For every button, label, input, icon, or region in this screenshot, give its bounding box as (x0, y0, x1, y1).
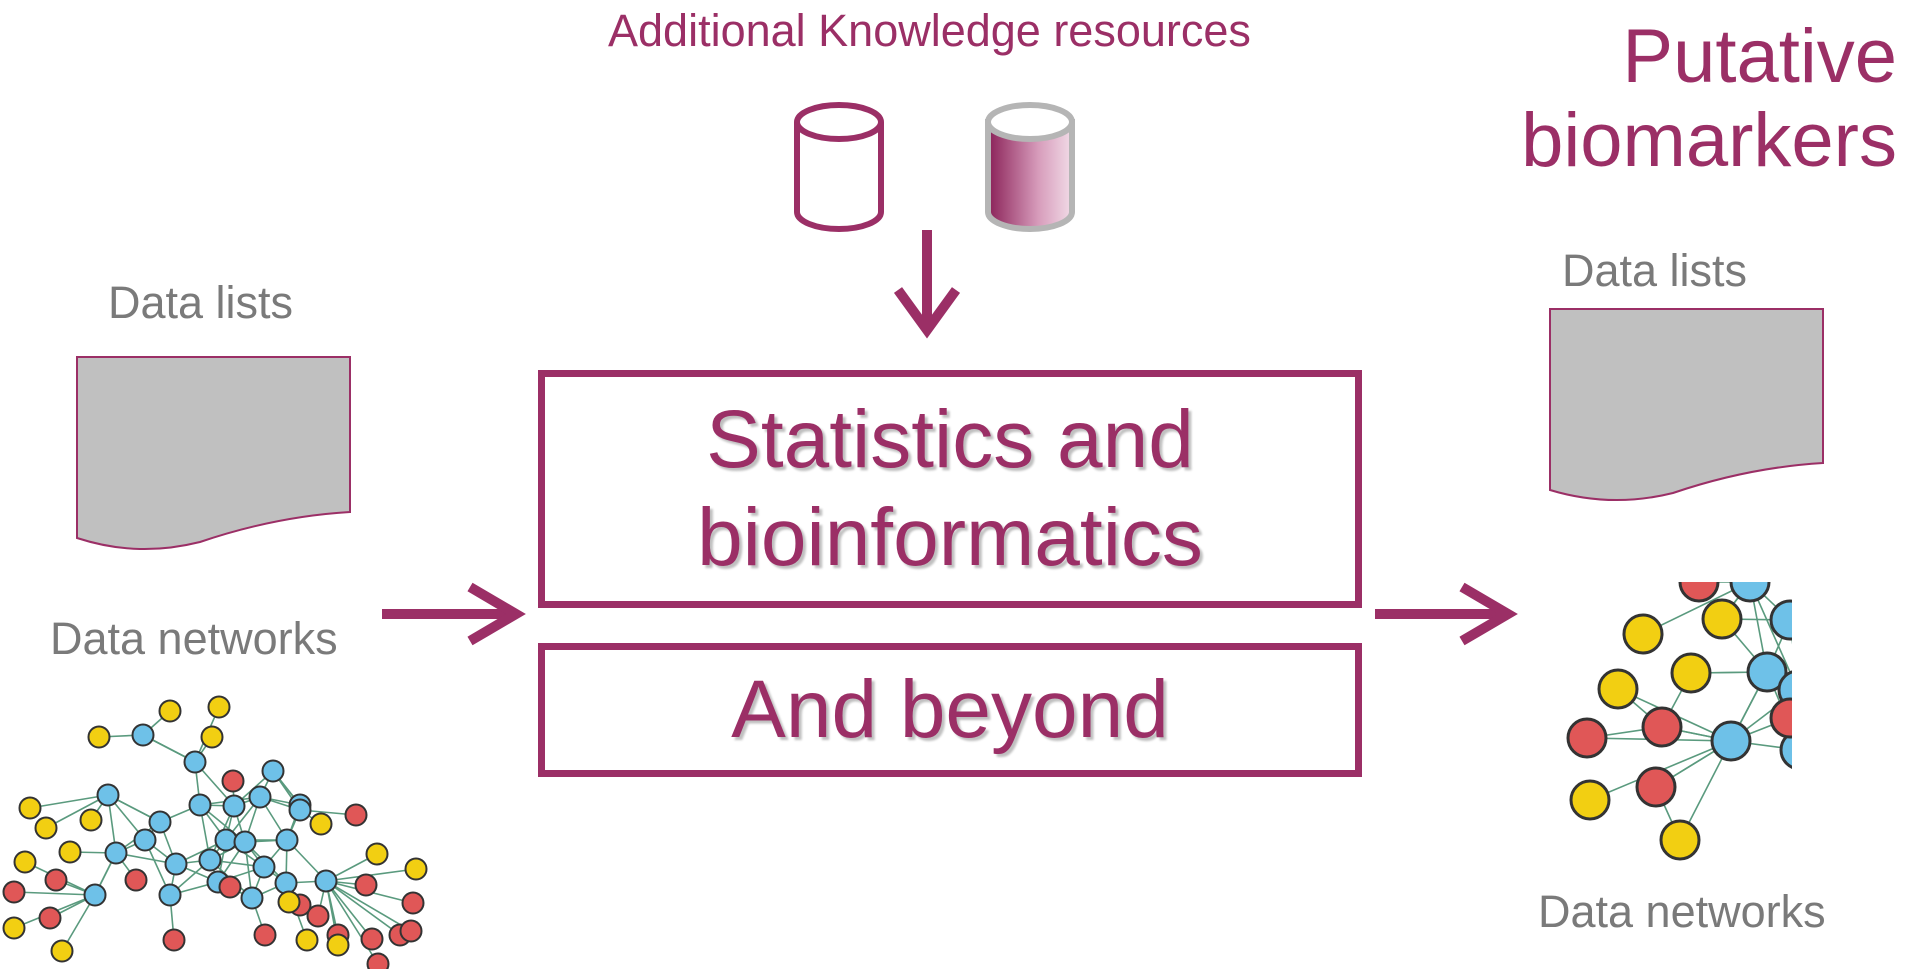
network-node (1701, 598, 1743, 640)
network-node (222, 794, 246, 818)
network-edge (45, 794, 109, 829)
network-node (218, 875, 242, 899)
network-node (1729, 582, 1771, 603)
network-node (83, 883, 107, 907)
network-node (360, 927, 384, 951)
network-node (148, 810, 172, 834)
network-node (87, 725, 111, 749)
document-icon (1549, 308, 1824, 502)
statistics-bioinformatics-label: Statistics and bioinformatics (697, 393, 1203, 583)
input-data-lists-label: Data lists (108, 277, 294, 328)
network-node (314, 869, 338, 893)
network-node (277, 890, 301, 914)
network-node (401, 891, 425, 915)
network-node (1769, 697, 1792, 739)
network-node (306, 904, 330, 928)
network-node (200, 725, 224, 749)
network-node (214, 828, 238, 852)
network-node (2, 916, 26, 940)
network-node (404, 857, 428, 881)
network-node (366, 952, 390, 969)
network-node (1641, 706, 1683, 748)
network-node (124, 868, 148, 892)
network-node (274, 871, 298, 895)
network-node (183, 750, 207, 774)
network-node (1779, 731, 1792, 769)
output-data-lists-label: Data lists (1562, 245, 1748, 296)
network-node (248, 785, 272, 809)
network-edge (29, 794, 109, 809)
network-node (288, 798, 312, 822)
network-node (158, 699, 182, 723)
network-node (275, 828, 299, 852)
network-node (2, 880, 26, 904)
network-graph-icon (1566, 582, 1800, 861)
network-node (38, 906, 62, 930)
network-node (104, 841, 128, 865)
network-node (13, 850, 37, 874)
network-node (1622, 613, 1664, 655)
network-node (34, 816, 58, 840)
input-data-networks-label: Data networks (50, 613, 338, 664)
network-node (158, 883, 182, 907)
network-edge (325, 880, 401, 936)
network-node (1746, 651, 1788, 693)
database-outline-icon (794, 102, 884, 232)
network-node (18, 796, 42, 820)
statistics-bioinformatics-box: Statistics and bioinformatics (538, 370, 1362, 608)
arrow-down-icon (893, 230, 961, 339)
network-node (261, 759, 285, 783)
and-beyond-label: And beyond (731, 663, 1169, 755)
network-node (1678, 582, 1720, 603)
network-node (79, 808, 103, 832)
network-node (295, 928, 319, 952)
network-node (207, 695, 231, 719)
network-node (96, 783, 120, 807)
network-node (365, 842, 389, 866)
network-node (326, 933, 350, 957)
network-node (198, 848, 222, 872)
network-node (1659, 819, 1701, 861)
network-node (399, 919, 423, 943)
network-edge (325, 880, 412, 932)
network-node (50, 939, 74, 963)
output-data-networks-label: Data networks (1538, 886, 1826, 937)
network-node (253, 923, 277, 947)
network-node (188, 793, 212, 817)
network-node (1597, 668, 1639, 710)
arrow-right-icon (382, 582, 526, 646)
network-node (309, 812, 333, 836)
network-node (233, 830, 257, 854)
arrow-right-icon (1375, 582, 1518, 646)
network-edge (1798, 690, 1800, 750)
network-node (1566, 717, 1608, 759)
network-node (133, 828, 157, 852)
network-node (44, 868, 68, 892)
network-node (1670, 652, 1712, 694)
network-node (131, 723, 155, 747)
network-edge (325, 880, 373, 940)
network-node (58, 840, 82, 864)
network-node (1769, 599, 1792, 641)
network-edge (13, 891, 96, 896)
network-node (344, 803, 368, 827)
network-graph-icon (2, 695, 428, 969)
network-node (354, 873, 378, 897)
database-filled-icon (985, 102, 1075, 232)
network-node (1569, 779, 1611, 821)
network-node (162, 928, 186, 952)
network-node (221, 769, 245, 793)
network-node (164, 852, 188, 876)
network-edge (1798, 690, 1800, 750)
network-node (1710, 720, 1752, 762)
additional-knowledge-title: Additional Knowledge resources (608, 5, 1251, 56)
network-node (240, 886, 264, 910)
document-icon (76, 356, 351, 551)
network-node (252, 855, 276, 879)
and-beyond-box: And beyond (538, 643, 1362, 777)
network-node (1635, 766, 1677, 808)
putative-biomarkers-title: Putative biomarkers (1521, 14, 1897, 183)
